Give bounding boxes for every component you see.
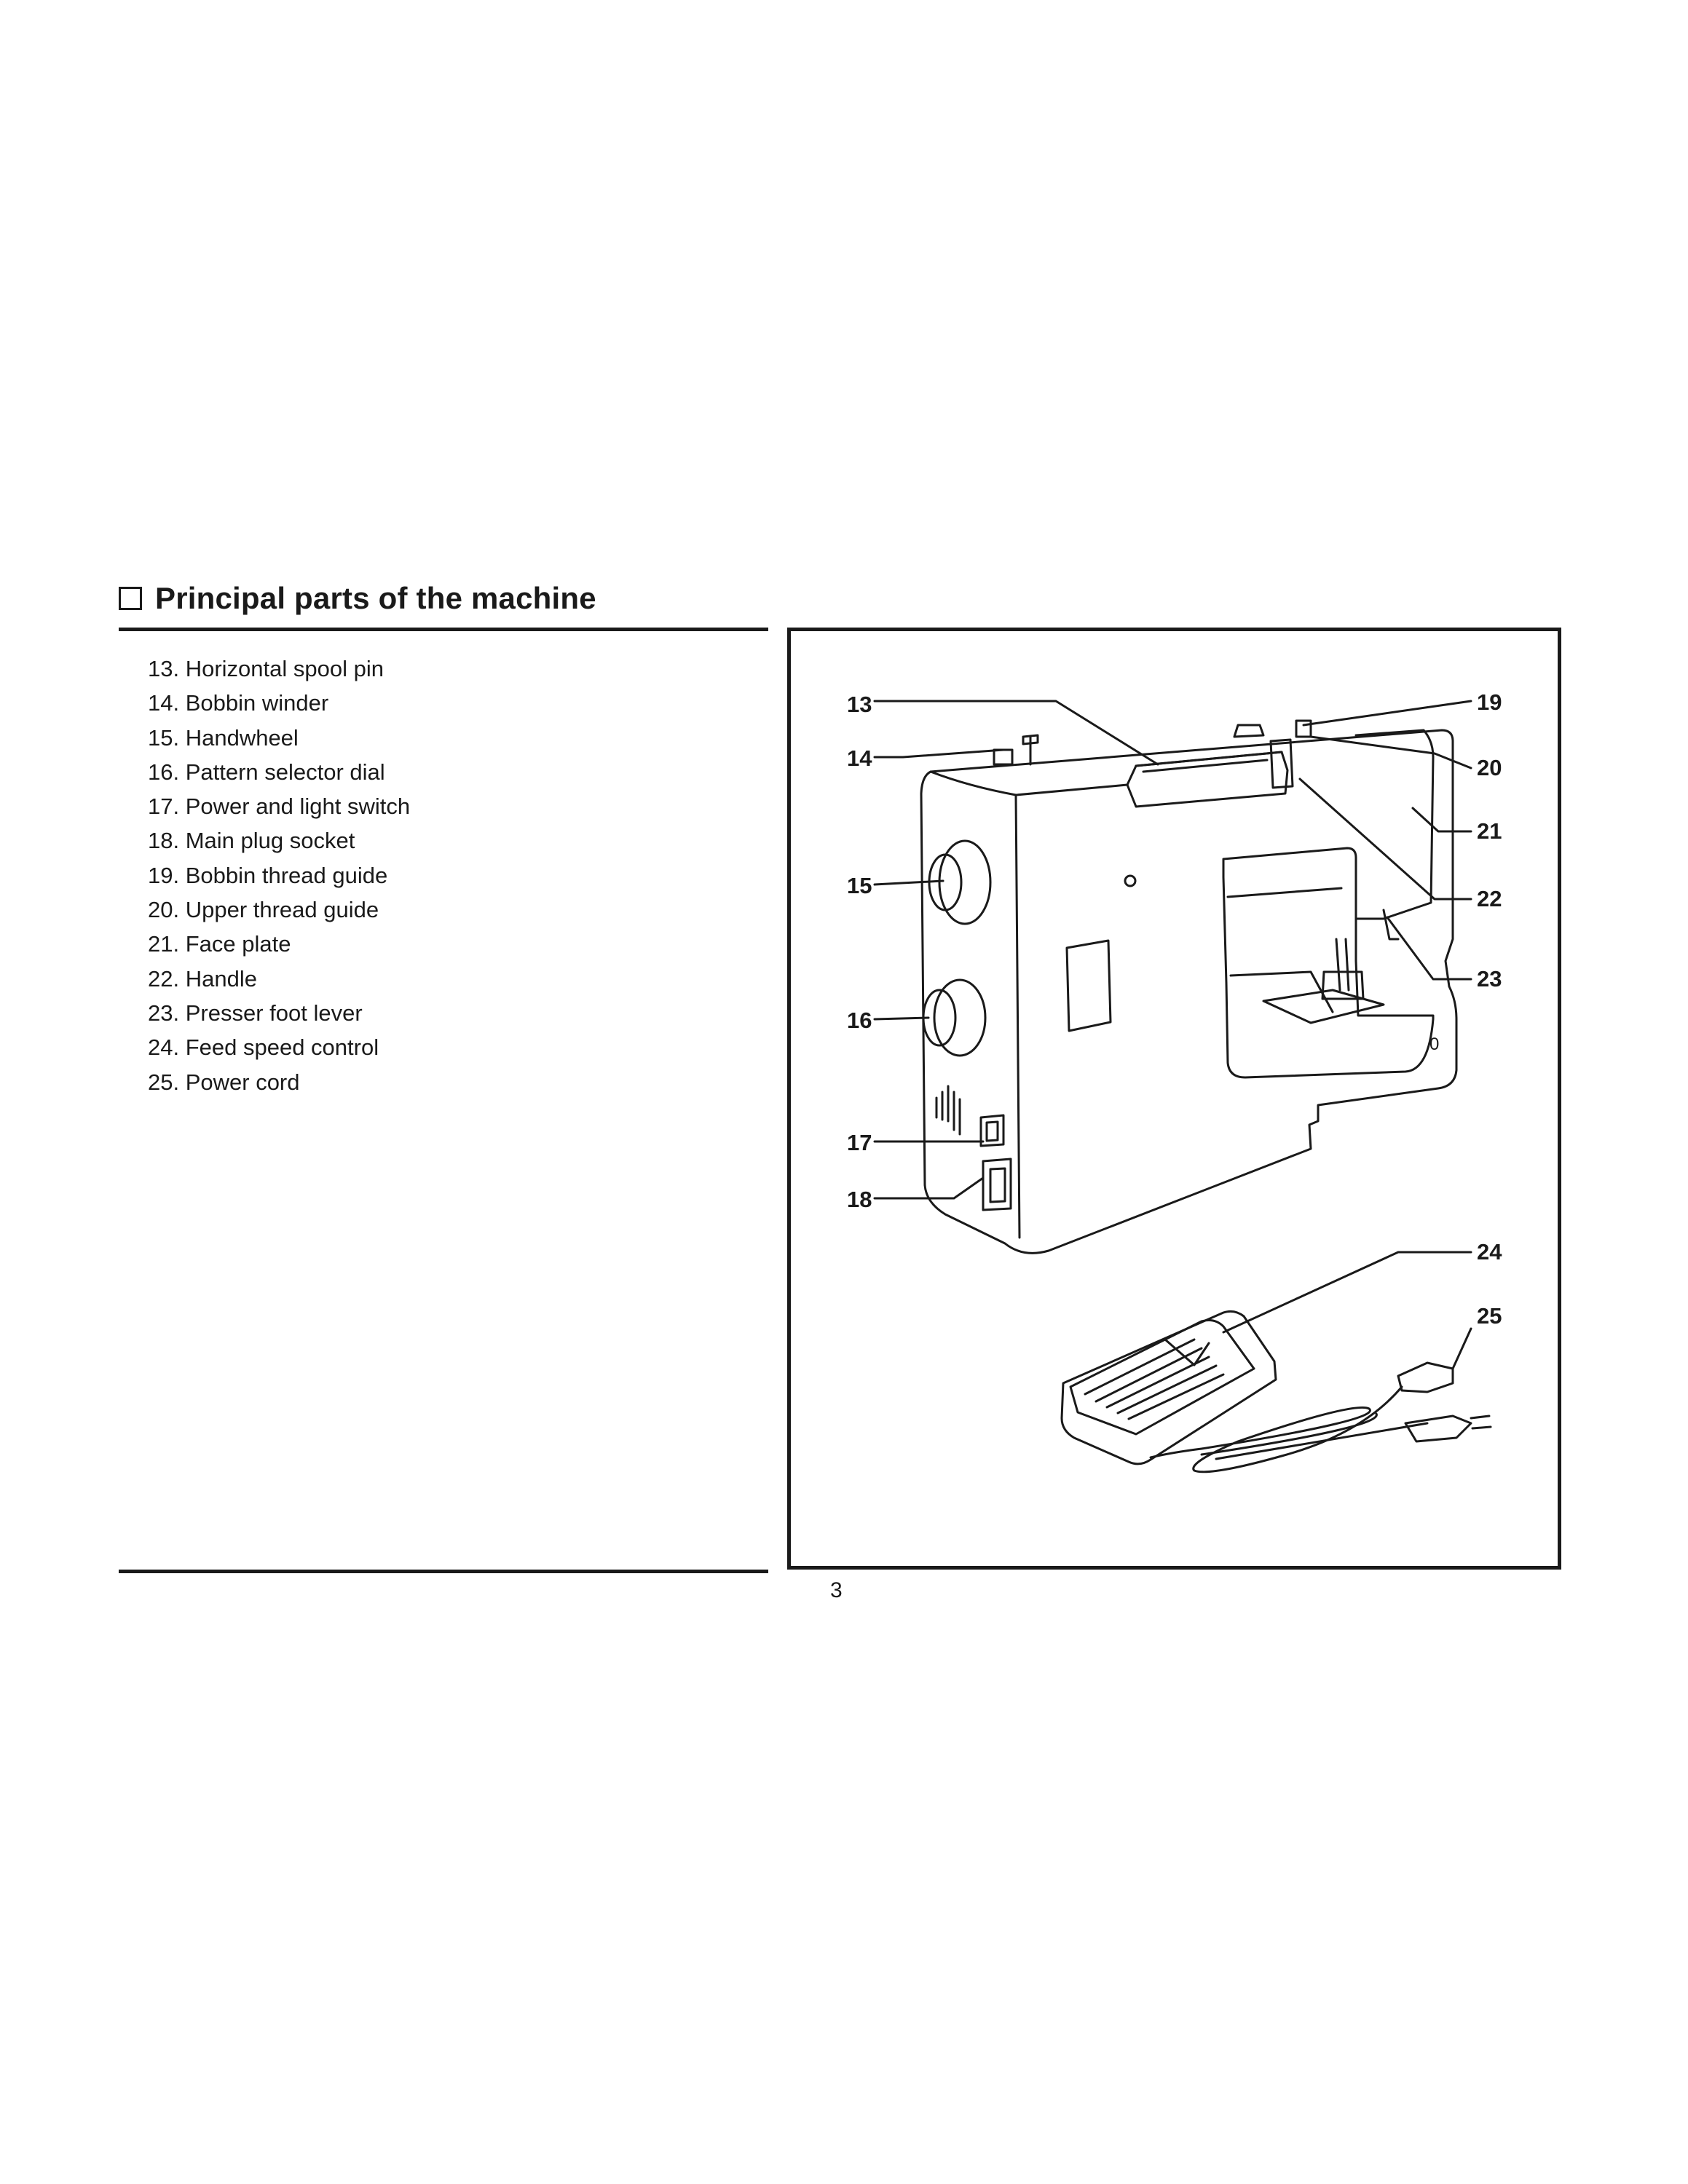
- power-cord: [1149, 1385, 1403, 1473]
- list-item: 21. Face plate: [148, 931, 291, 957]
- list-item: 19. Bobbin thread guide: [148, 862, 388, 888]
- list-item: 23. Presser foot lever: [148, 1000, 363, 1026]
- sewing-machine-illustration: 13 14 15 16 17 18 19 20 21 22 23 24 25 0: [847, 689, 1502, 1473]
- machine-body: [920, 729, 1458, 1254]
- callout-17: 17: [847, 1130, 872, 1155]
- callout-19: 19: [1477, 689, 1502, 715]
- plug-socket: [982, 1158, 1012, 1211]
- machine-figure: 13 14 15 16 17 18 19 20 21 22 23 24 25 0: [787, 628, 1561, 1570]
- callout-23: 23: [1477, 966, 1502, 992]
- section-heading: Principal parts of the machine: [119, 581, 596, 616]
- page-title: Principal parts of the machine: [155, 581, 596, 615]
- list-item: 17. Power and light switch: [148, 794, 411, 820]
- callout-14: 14: [847, 745, 872, 771]
- parts-list: 13. Horizontal spool pin 14. Bobbin wind…: [148, 652, 410, 1099]
- callout-22: 22: [1477, 886, 1502, 911]
- machine-marking: 0: [1429, 1034, 1439, 1054]
- list-item: 24. Feed speed control: [148, 1034, 379, 1061]
- list-item: 18. Main plug socket: [148, 828, 355, 854]
- callout-13: 13: [847, 692, 872, 717]
- foot-pedal: [1060, 1310, 1277, 1465]
- top-rule: [119, 628, 768, 631]
- face-plate: [1354, 729, 1435, 920]
- callout-16: 16: [847, 1008, 872, 1033]
- bottom-rule: [119, 1570, 768, 1573]
- handwheel: [938, 839, 992, 925]
- list-item: 20. Upper thread guide: [148, 897, 379, 923]
- callout-25: 25: [1477, 1303, 1502, 1329]
- callout-20: 20: [1477, 755, 1502, 780]
- list-item: 15. Handwheel: [148, 724, 299, 751]
- arm-opening: [1222, 847, 1435, 1079]
- power-switch: [979, 1114, 1005, 1147]
- part-callouts: 13 14 15 16 17 18 19 20 21 22 23 24 25: [847, 689, 1502, 1329]
- callout-18: 18: [847, 1187, 872, 1212]
- callout-15: 15: [847, 873, 872, 898]
- list-item: 16. Pattern selector dial: [148, 759, 385, 785]
- list-item: 14. Bobbin winder: [148, 690, 329, 716]
- page-number: 3: [830, 1578, 843, 1602]
- pattern-dial: [933, 978, 987, 1057]
- checkbox-icon: [119, 587, 142, 610]
- callout-21: 21: [1477, 818, 1502, 844]
- list-item: 13. Horizontal spool pin: [148, 656, 384, 681]
- callout-24: 24: [1477, 1239, 1502, 1265]
- list-item: 22. Handle: [148, 965, 257, 992]
- list-item: 25. Power cord: [148, 1069, 300, 1095]
